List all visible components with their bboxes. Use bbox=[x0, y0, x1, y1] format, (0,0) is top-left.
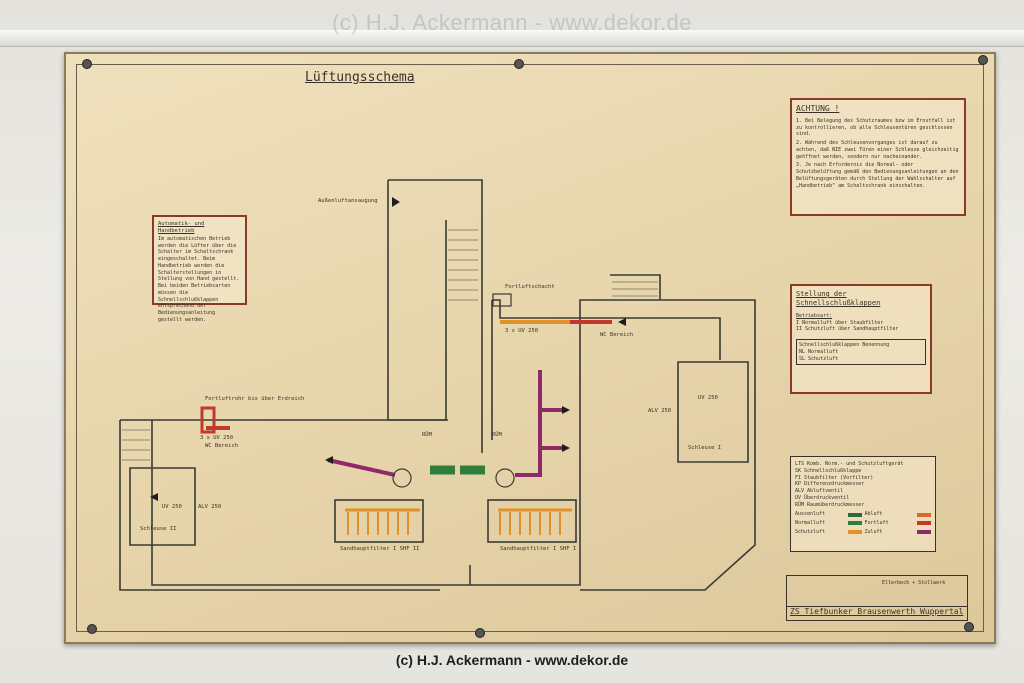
label-alv-right: ALV 250 bbox=[648, 408, 672, 414]
legend-swatch bbox=[847, 512, 862, 517]
warning-item: 1. Bei Belegung des Schutzraumes bzw im … bbox=[796, 117, 956, 138]
screw bbox=[514, 59, 524, 69]
legend-swatch bbox=[847, 521, 862, 526]
plan-title: Lüftungsschema bbox=[305, 70, 415, 85]
plan-frame bbox=[76, 64, 984, 632]
label-schleuse-left: Schleuse II bbox=[140, 526, 177, 532]
label-fortluftrohr: Fortluftrohr bis über Erdreich bbox=[205, 396, 305, 402]
legend-swatch bbox=[847, 530, 862, 535]
legend-swatch-label: Normalluft bbox=[795, 520, 826, 526]
label-wc: WC Bereich bbox=[600, 332, 634, 338]
label-fortluftschacht: Fortluftschacht bbox=[505, 284, 555, 290]
title-block-name: ZS Tiefbunker Brausenwerth Wuppertal bbox=[790, 607, 964, 616]
legend-swatch-label: Fortluft bbox=[864, 520, 889, 526]
legend-swatches: Aussenluft Abluft Normalluft Fortluft Sc… bbox=[795, 511, 931, 535]
label-aussenluft: Außenluftansaugung bbox=[318, 198, 378, 204]
automatic-mode-text: Im automatischen Betrieb werden die Lüft… bbox=[158, 235, 240, 323]
legend-swatch-label: Aussenluft bbox=[795, 511, 826, 518]
label-uv-left: 3 x UV 250 bbox=[200, 435, 234, 441]
flap-table: Schnellschlußklappen Benennung NL Normal… bbox=[796, 339, 926, 366]
warning-heading: ACHTUNG ! bbox=[796, 104, 840, 113]
warning-item: 2. Während des Schleusenvorganges ist da… bbox=[796, 140, 959, 160]
label-sandfilter-right: Sandhauptfilter I SHF I bbox=[500, 546, 577, 552]
legend-swatch bbox=[917, 512, 931, 517]
flap-mode-row: II Schutzluft über Sandhauptfilter bbox=[796, 326, 899, 333]
flap-table-head: Schnellschlußklappen Benennung bbox=[799, 342, 890, 349]
legend-item: LTS Komb. Norm.- und Schutzluftgerät bbox=[795, 461, 904, 467]
label-alv-small: ALV 250 bbox=[198, 504, 222, 510]
legend-swatch bbox=[917, 521, 931, 526]
warning-box: ACHTUNG ! 1. Bei Belegung des Schutzraum… bbox=[790, 98, 966, 216]
picture-rail bbox=[0, 30, 1024, 47]
screw bbox=[475, 628, 485, 638]
label-uv-right: UV 250 bbox=[698, 395, 718, 401]
legend-swatch-label: Zuluft bbox=[864, 528, 883, 535]
screw bbox=[87, 624, 97, 634]
flap-table-row: NL Normalluft bbox=[799, 348, 839, 355]
flap-table-row: SL Schutzluft bbox=[799, 355, 839, 362]
automatic-mode-heading: Automatik- und Handbetrieb bbox=[158, 221, 205, 235]
legend-item: FI Staubfilter (Vorfilter) bbox=[795, 474, 874, 481]
screw bbox=[82, 59, 92, 69]
title-block-firm: Ellerbeck + Stollwerk bbox=[882, 580, 946, 586]
label-wc-left: WC Bereich bbox=[205, 443, 239, 449]
legend-swatch-label: Schutzluft bbox=[795, 528, 826, 535]
warning-item: 3. Je nach Erfordernis die Normal- oder … bbox=[796, 162, 959, 189]
copyright-caption: (c) H.J. Ackermann - www.dekor.de bbox=[395, 652, 629, 668]
flap-operating-mode: Betriebsart: bbox=[796, 312, 833, 319]
label-schleuse-right: Schleuse I bbox=[688, 445, 722, 451]
flap-position-box: Stellung der Schnellschlußklappen Betrie… bbox=[790, 284, 932, 394]
legend-item: UV Überdruckventil bbox=[795, 494, 850, 501]
automatic-mode-box: Automatik- und Handbetrieb Im automatisc… bbox=[152, 215, 247, 323]
legend-item: ALV Abluftventil bbox=[795, 488, 844, 494]
screw bbox=[978, 55, 988, 65]
screw bbox=[964, 622, 974, 632]
title-block-grid: Ellerbeck + Stollwerk bbox=[787, 576, 967, 607]
flap-position-heading: Stellung der Schnellschlußklappen bbox=[796, 290, 881, 308]
legend-item: SK Schnellschlußklappe bbox=[795, 467, 862, 474]
legend-swatch-label: Abluft bbox=[864, 511, 883, 518]
title-block: Ellerbeck + Stollwerk ZS Tiefbunker Brau… bbox=[786, 575, 968, 621]
legend-box: LTS Komb. Norm.- und Schutzluftgerät SK … bbox=[790, 456, 936, 552]
legend-swatch bbox=[917, 530, 931, 535]
label-rum-right: RÜM bbox=[492, 432, 502, 438]
label-sandfilter-left: Sandhauptfilter I SHF II bbox=[340, 546, 420, 552]
legend-item: KP Differenzdruckmesser bbox=[795, 481, 865, 488]
label-rum-left: RÜM bbox=[422, 432, 432, 438]
label-uv-top: 3 x UV 250 bbox=[505, 328, 539, 334]
flap-mode-row: I Normalluft über Staubfilter bbox=[796, 319, 884, 326]
legend-item: RÜM Raumüberdruckmesser bbox=[795, 501, 865, 508]
label-uv-small: UV 250 bbox=[162, 504, 182, 510]
watermark-top: (c) H.J. Ackermann - www.dekor.de bbox=[331, 10, 693, 35]
